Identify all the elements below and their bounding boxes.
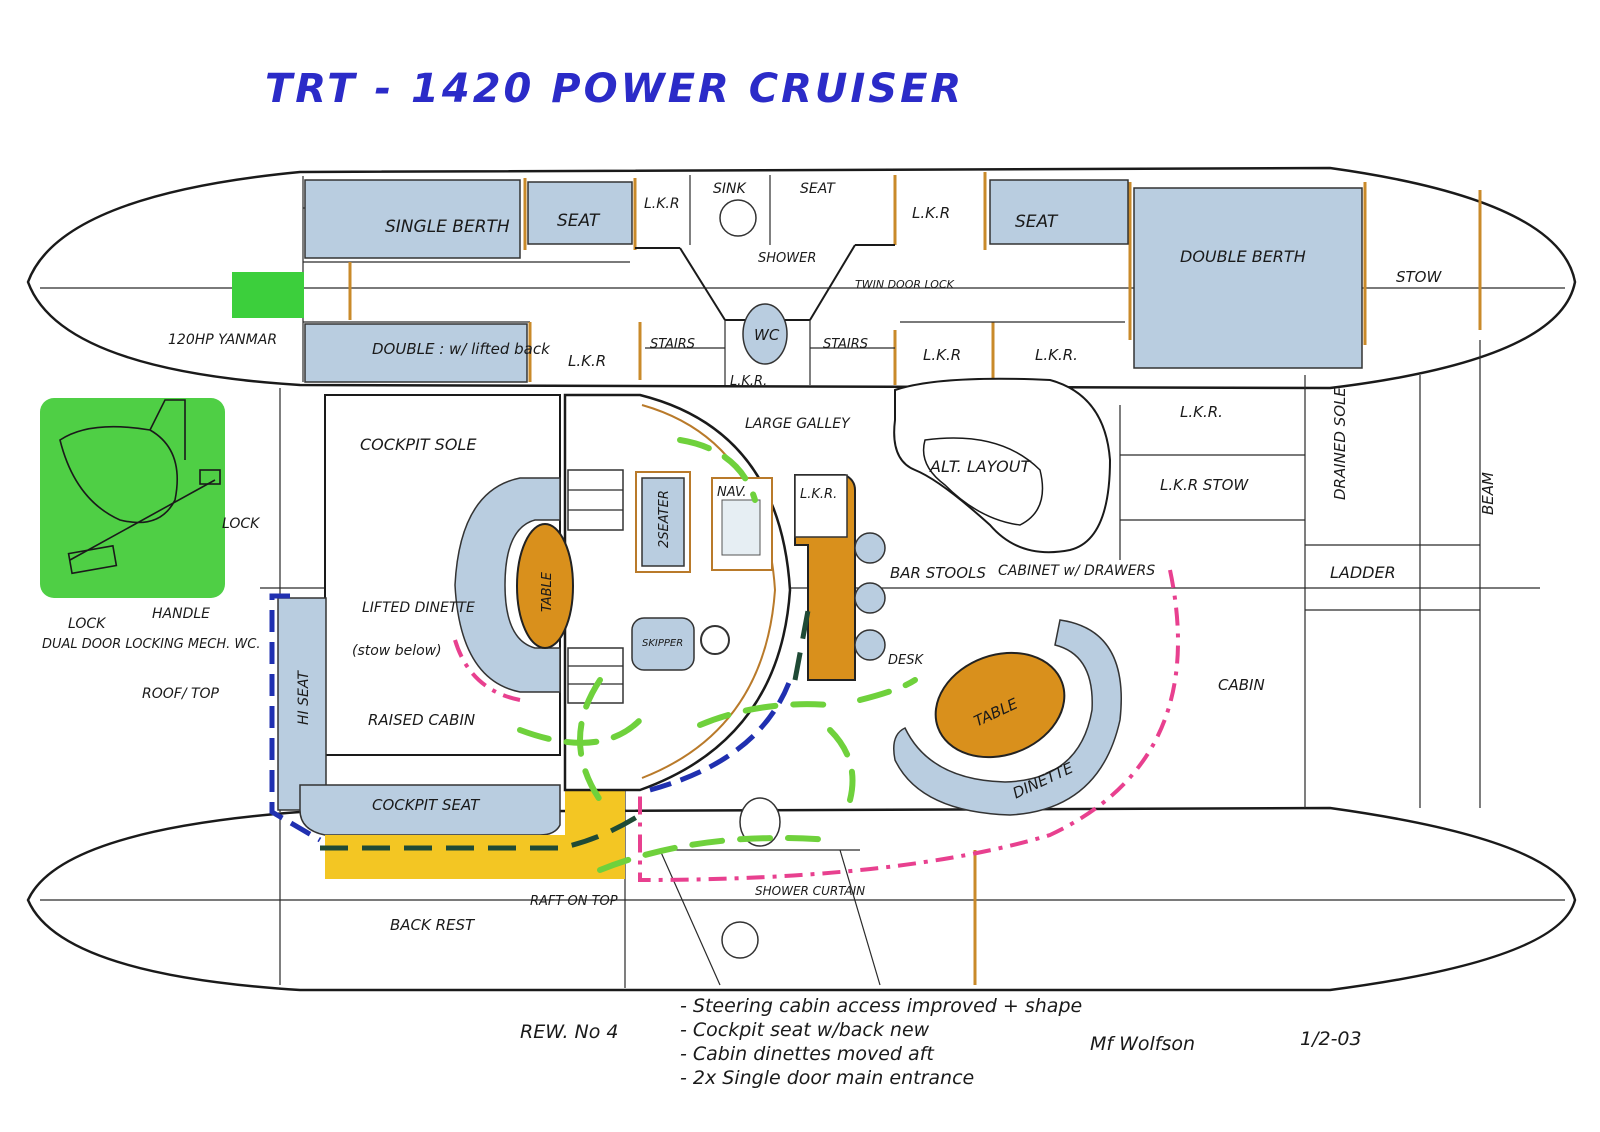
lkr-8-box <box>794 474 848 538</box>
shower-label: SHOWER <box>758 251 816 266</box>
hi-seat-cushion <box>277 597 327 811</box>
shower-curtain-label: SHOWER CURTAIN <box>755 884 865 898</box>
ladder-label: LADDER <box>1330 563 1396 582</box>
drawing-title: TRT - 1420 POWER CRUISER <box>265 66 964 112</box>
wc-label: WC <box>754 326 780 344</box>
two-seater-cushion <box>641 477 685 567</box>
cockpit-seat-label: COCKPIT SEAT <box>372 796 481 814</box>
raised-cabin-label: RAISED CABIN <box>368 711 475 729</box>
roof-top-line <box>269 593 322 843</box>
twin-door-lock-label: TWIN DOOR LOCK <box>855 278 955 291</box>
skipper-seat <box>631 617 695 671</box>
seat-stbd-cushion <box>989 179 1129 245</box>
signature: Mf Wolfson <box>1090 1033 1195 1055</box>
dinette-cushion <box>893 619 1122 816</box>
stairs-2-label: STAIRS <box>823 337 868 352</box>
wc-lock-detail <box>40 398 225 598</box>
revision-note-1: - Steering cabin access improved + shape <box>680 995 1082 1017</box>
cabin-boundary-line <box>638 569 1180 883</box>
wc-lock-sketch <box>59 399 221 575</box>
svg-text:SINGLE BERTH: SINGLE BERTH <box>385 217 510 237</box>
single-berth-label: SINGLE BERTH <box>385 217 510 237</box>
two-seater-label: 2SEATER <box>657 490 672 548</box>
yanmar-label: 120HP YANMAR <box>168 332 277 348</box>
table-1 <box>516 523 574 649</box>
lkr-3-label: L.K.R <box>568 352 606 370</box>
lkr-2-label: L.K.R <box>912 204 950 222</box>
double-berth-fwd-cushion <box>1133 187 1363 369</box>
traffic-flow-arrows <box>517 437 918 873</box>
sink-label: SINK <box>713 181 747 197</box>
lower-wc-fixture <box>739 797 781 847</box>
large-galley-label: LARGE GALLEY <box>745 416 851 432</box>
backrest-dash-line-2 <box>792 599 813 681</box>
lower-hull <box>26 806 1577 992</box>
cabin-steps <box>567 469 624 704</box>
stow-below-label: (stow below) <box>352 643 442 659</box>
revision-note-2: - Cockpit seat w/back new <box>680 1019 930 1041</box>
stairs-1-label: STAIRS <box>650 337 695 352</box>
alt-layout-label: ALT. LAYOUT <box>929 457 1031 476</box>
double-berth-fwd-label: DOUBLE BERTH <box>1180 247 1306 266</box>
seat-port-label: SEAT <box>557 211 601 231</box>
bar-stool-1 <box>854 532 886 564</box>
lkr-7-label: L.K.R. <box>1180 403 1223 421</box>
raft-on-top-label: RAFT ON TOP <box>530 894 618 909</box>
lkr-stow-label: L.K.R STOW <box>1160 476 1249 494</box>
lkr-1-label: L.K.R <box>644 196 680 212</box>
cabinet-label: CABINET w/ DRAWERS <box>998 563 1155 579</box>
lkr-5-label: L.K.R <box>923 346 961 364</box>
roof-top-label: ROOF/ TOP <box>142 686 220 702</box>
handle-label: HANDLE <box>152 606 210 622</box>
revision-date: 1/2-03 <box>1300 1028 1362 1050</box>
engine-yanmar <box>232 272 304 318</box>
double-berth-label: DOUBLE : w/ lifted back <box>372 340 551 358</box>
cabin-boundary-line-2 <box>453 639 521 702</box>
table-2 <box>934 651 1066 759</box>
seat-port-cushion <box>527 181 633 245</box>
steering-cabin-inner <box>641 404 777 779</box>
back-rest-label: BACK REST <box>390 916 476 934</box>
lkr-8-label: L.K.R. <box>800 487 837 502</box>
backrest-dash-line <box>320 812 642 851</box>
drained-sole-label: DRAINED SOLE <box>1331 387 1349 500</box>
wc-fixture <box>742 303 788 365</box>
beam-label: BEAM <box>1479 472 1497 515</box>
bar-stool-3 <box>854 629 886 661</box>
cabin-label: CABIN <box>1218 676 1265 694</box>
roof-top-line-2 <box>649 679 793 793</box>
lkr-4-label: L.K.R. <box>730 374 767 389</box>
single-berth-cushion <box>304 179 521 259</box>
lower-sink-fixture <box>721 921 759 959</box>
revision-note-3: - Cabin dinettes moved aft <box>680 1043 935 1065</box>
dual-door-label: DUAL DOOR LOCKING MECH. WC. <box>42 637 261 652</box>
revision-label: REW. No 4 <box>520 1021 619 1043</box>
steering-wheel <box>700 625 730 655</box>
skipper-label: SKIPPER <box>642 638 683 649</box>
lock-2-label: LOCK <box>68 616 107 632</box>
lifted-dinette-cushion <box>454 477 561 693</box>
double-berth-cushion <box>304 323 528 383</box>
bar-stool-2 <box>854 582 886 614</box>
lifted-dinette-label: LIFTED DINETTE <box>362 600 475 616</box>
revision-note-4: - 2x Single door main entrance <box>680 1067 974 1089</box>
hi-seat-label: HI SEAT <box>296 670 312 725</box>
sink-fixture <box>719 199 757 237</box>
lock-1-label: LOCK <box>222 516 261 532</box>
nav-label: NAV. <box>717 485 747 500</box>
bar-stools-label: BAR STOOLS <box>890 564 986 582</box>
seat-stbd-label: SEAT <box>1015 212 1059 232</box>
cockpit-sole-label: COCKPIT SOLE <box>360 435 477 454</box>
desk-label: DESK <box>888 653 924 668</box>
alt-layout-outline <box>893 377 1112 554</box>
table-1-label: TABLE <box>540 571 555 612</box>
stow-label: STOW <box>1396 268 1442 286</box>
lkr-6-label: L.K.R. <box>1035 346 1078 364</box>
seat-mid-label: SEAT <box>800 181 836 197</box>
steering-cabin-outline <box>563 393 792 792</box>
